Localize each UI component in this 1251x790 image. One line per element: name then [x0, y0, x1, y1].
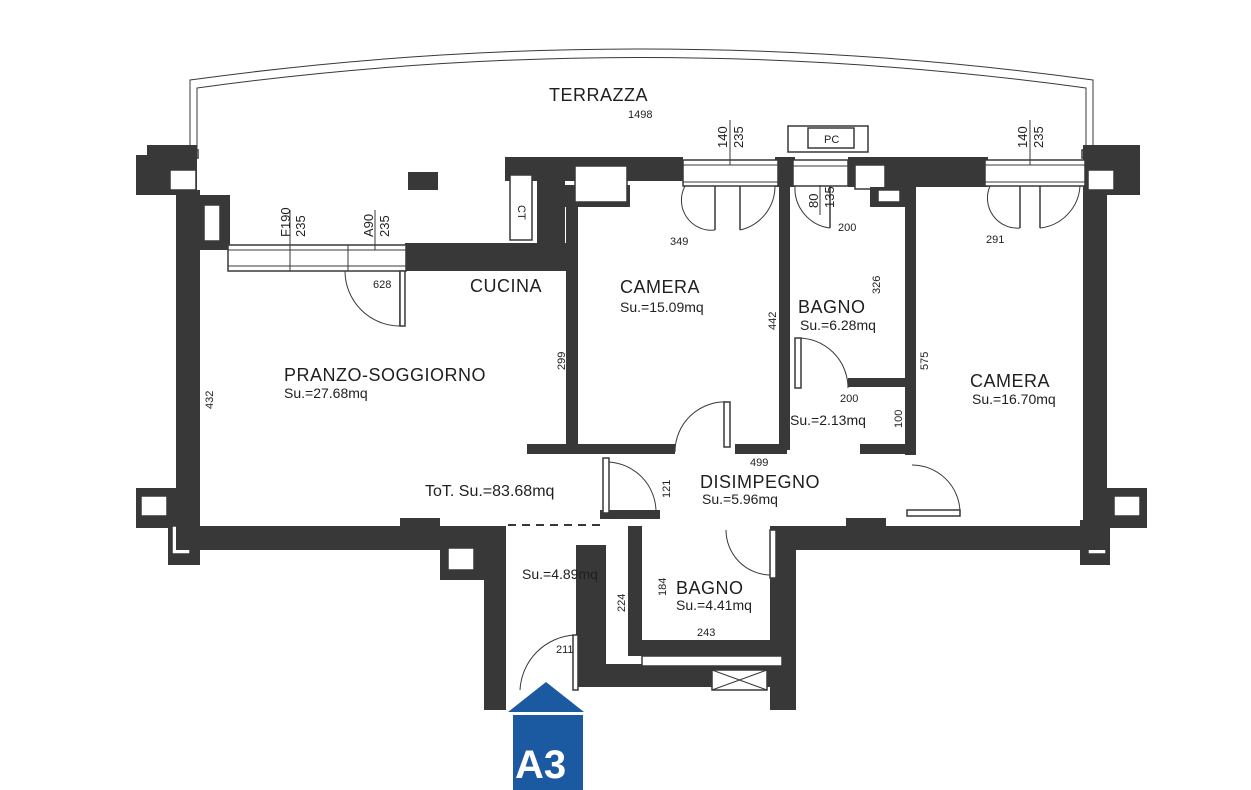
windows	[227, 159, 1086, 272]
bagno1-label: BAGNO	[798, 297, 866, 317]
bagno1-area: Su.=6.28mq	[800, 317, 876, 333]
room-dimensions: 628 349 200 291 326 442 299 432 575 200 …	[204, 222, 1004, 656]
w140a-height: 235	[731, 126, 746, 148]
terrazza-dim: 1498	[628, 109, 652, 121]
entrance-arrow-icon	[508, 682, 584, 712]
camera2-label: CAMERA	[970, 371, 1050, 391]
ripostiglio-area: Su.=2.13mq	[790, 412, 866, 428]
room-labels: TERRAZZA 1498 CUCINA PRANZO-SOGGIORNO Su…	[284, 85, 1056, 613]
f190-label: F190	[278, 207, 293, 237]
w140b-label: 140	[1015, 126, 1030, 148]
dim-121: 121	[661, 480, 673, 498]
dim-200a: 200	[838, 222, 856, 234]
dim-442: 442	[767, 312, 779, 330]
dim-224: 224	[616, 594, 628, 612]
badge-label: A3	[515, 743, 566, 787]
total-area: ToT. Su.=83.68mq	[425, 483, 554, 500]
walls	[136, 145, 1147, 710]
dim-200b: 200	[840, 393, 858, 405]
dim-575: 575	[919, 352, 931, 370]
bagno2-label: BAGNO	[676, 578, 744, 598]
dim-628: 628	[373, 279, 391, 291]
fixtures: CT PC	[408, 125, 869, 241]
w140b-height: 235	[1031, 126, 1046, 148]
disimpegno-label: DISIMPEGNO	[700, 472, 820, 492]
f190-height: 235	[293, 215, 308, 237]
camera2-area: Su.=16.70mq	[972, 391, 1056, 407]
dim-499: 499	[750, 457, 768, 469]
w80-height: 135	[822, 186, 837, 208]
a90-label: A90	[361, 214, 376, 237]
bagno2-area: Su.=4.41mq	[676, 597, 752, 613]
badge-box	[513, 715, 583, 790]
chimney	[408, 172, 438, 190]
camera1-label: CAMERA	[620, 277, 700, 297]
pc-label: PC	[824, 134, 839, 146]
dim-184: 184	[657, 578, 669, 596]
ingresso-area: Su.=4.89mq	[522, 566, 598, 582]
a90-height: 235	[377, 215, 392, 237]
camera1-area: Su.=15.09mq	[620, 299, 704, 315]
dim-100: 100	[893, 410, 905, 428]
terrazza-label: TERRAZZA	[549, 85, 648, 105]
dim-349: 349	[670, 236, 688, 248]
ct-label: CT	[515, 205, 527, 220]
window-dimensions: F190 235 A90 235 140 235 80 135 140 235	[278, 120, 1046, 250]
soggiorno-area: Su.=27.68mq	[284, 385, 368, 401]
dim-299: 299	[556, 352, 568, 370]
soggiorno-label: PRANZO-SOGGIORNO	[284, 365, 486, 385]
cucina-label: CUCINA	[470, 276, 542, 296]
doors	[344, 185, 1081, 691]
disimpegno-area: Su.=5.96mq	[702, 491, 778, 507]
dim-432: 432	[204, 391, 216, 409]
w140a-label: 140	[715, 126, 730, 148]
ct-boiler	[509, 174, 533, 241]
apartment-badge: A3	[508, 682, 584, 790]
dim-326: 326	[871, 276, 883, 294]
dim-211: 211	[556, 644, 574, 656]
dim-291: 291	[986, 234, 1004, 246]
w80-label: 80	[806, 194, 821, 208]
dim-243: 243	[697, 627, 715, 639]
